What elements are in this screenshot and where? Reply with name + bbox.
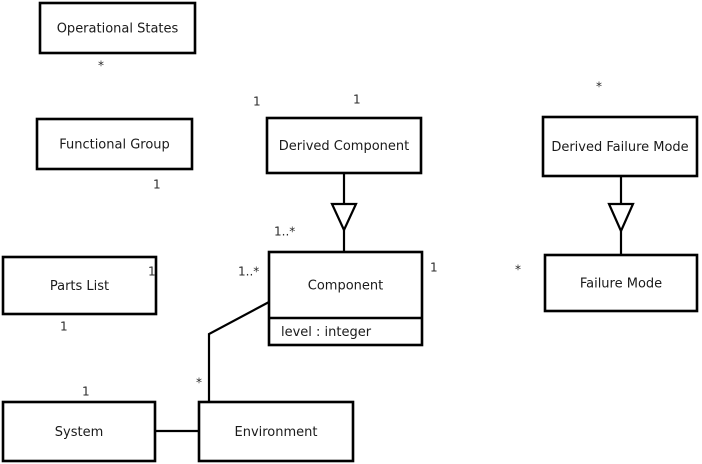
generalization-group xyxy=(330,173,635,255)
class-name-label: Functional Group xyxy=(59,138,170,153)
class-box-rect[interactable] xyxy=(35,117,194,171)
class-name-label: Environment xyxy=(234,425,317,440)
class-name-label: Derived Component xyxy=(279,139,410,154)
multiplicity-label: 1 xyxy=(253,95,261,109)
class-box-rect[interactable] xyxy=(265,116,423,175)
association-component-environment xyxy=(207,301,270,402)
generalization-triangle-icon-derived-component xyxy=(330,202,358,233)
multiplicity-label: 1..* xyxy=(274,225,295,239)
multiplicity-label: 1 xyxy=(353,93,361,107)
multiplicity-label: * xyxy=(196,376,202,390)
class-box-functional-group[interactable]: Functional Group xyxy=(35,117,194,171)
generalization-triangle-icon-derived-failure-mode xyxy=(607,202,635,234)
multiplicity-label: * xyxy=(515,263,521,277)
class-box-system[interactable]: System xyxy=(1,400,157,463)
multiplicity-label: 1 xyxy=(430,261,438,275)
class-name-label: Component xyxy=(308,279,383,294)
class-attribute-label: level : integer xyxy=(281,325,372,340)
class-box-derived-component[interactable]: Derived Component xyxy=(265,116,423,175)
association-group xyxy=(155,301,270,433)
class-name-label: Derived Failure Mode xyxy=(551,140,688,155)
class-box-rect[interactable] xyxy=(38,1,197,55)
multiplicity-label: 1 xyxy=(148,265,156,279)
class-name-label: Failure Mode xyxy=(580,277,662,292)
class-name-label: System xyxy=(55,425,103,440)
class-box-operational-states[interactable]: Operational States xyxy=(38,1,197,55)
class-box-failure-mode[interactable]: Failure Mode xyxy=(543,253,699,313)
class-name-label: Operational States xyxy=(57,22,179,37)
class-box-component[interactable]: Component level : integer xyxy=(267,250,424,347)
multiplicity-label-group: * 1 1 1..* 1 * 1 1..* 1 * 1 1 * xyxy=(60,59,602,399)
multiplicity-label: * xyxy=(596,80,602,94)
multiplicity-label: 1 xyxy=(82,385,90,399)
class-box-environment[interactable]: Environment xyxy=(197,400,355,463)
class-box-rect[interactable] xyxy=(543,253,699,313)
multiplicity-label: 1 xyxy=(60,320,68,334)
class-box-rect[interactable] xyxy=(1,255,158,316)
multiplicity-label: 1..* xyxy=(238,265,259,279)
multiplicity-label: * xyxy=(98,59,104,73)
class-box-parts-list[interactable]: Parts List xyxy=(1,255,158,316)
class-box-derived-failure-mode[interactable]: Derived Failure Mode xyxy=(541,115,699,178)
class-name-label: Parts List xyxy=(50,279,109,294)
multiplicity-label: 1 xyxy=(153,178,161,192)
class-box-rect[interactable] xyxy=(1,400,157,463)
class-box-rect[interactable] xyxy=(197,400,355,463)
class-box-rect[interactable] xyxy=(267,250,424,347)
class-box-rect[interactable] xyxy=(541,115,699,178)
